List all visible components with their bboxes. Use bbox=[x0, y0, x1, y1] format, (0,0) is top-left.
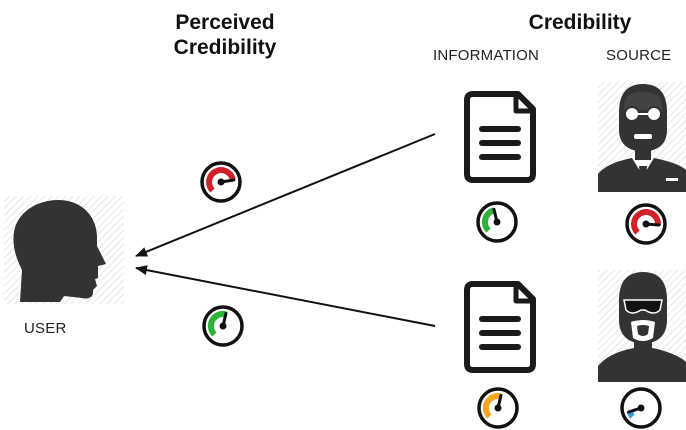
gauge-hub bbox=[217, 178, 225, 186]
gauge-arc bbox=[482, 392, 502, 419]
credibility-heading: Credibility bbox=[528, 11, 632, 34]
gauge-hub bbox=[637, 404, 645, 412]
gauge-hub bbox=[642, 220, 650, 228]
gauge-info-top bbox=[476, 201, 518, 243]
gauge-hub bbox=[494, 404, 502, 412]
gauges-layer bbox=[200, 161, 667, 429]
source-column-label: SOURCE bbox=[606, 47, 672, 64]
gauge-arc bbox=[206, 167, 236, 193]
arrow-top-to-user bbox=[135, 133, 436, 257]
gauge-perceived-bottom bbox=[202, 305, 244, 347]
gauge-arc bbox=[207, 310, 227, 337]
gauge-info-bottom bbox=[477, 387, 519, 429]
user-head-icon bbox=[4, 196, 124, 304]
perceived-heading-line1: Perceived bbox=[175, 11, 275, 34]
perceived-heading-line2: Credibility bbox=[173, 36, 277, 59]
gauge-source-top bbox=[625, 203, 667, 245]
gauge-hub bbox=[219, 322, 227, 330]
person-glasses-tie-icon bbox=[598, 82, 686, 192]
gauge-perceived-top bbox=[200, 161, 242, 203]
user-label: USER bbox=[24, 320, 67, 337]
document-icon-top bbox=[464, 91, 536, 183]
arrow-bottom-to-user bbox=[135, 265, 436, 327]
document-icon-bottom bbox=[464, 281, 536, 373]
gauge-arc bbox=[481, 207, 496, 233]
person-sunglasses-goatee-icon bbox=[598, 270, 686, 382]
perceived-credibility-heading: Perceived Credibility bbox=[150, 10, 300, 60]
information-column-label: INFORMATION bbox=[433, 47, 540, 64]
gauge-hub bbox=[493, 218, 501, 226]
gauge-arc bbox=[631, 209, 661, 235]
gauge-source-bottom bbox=[620, 387, 662, 429]
